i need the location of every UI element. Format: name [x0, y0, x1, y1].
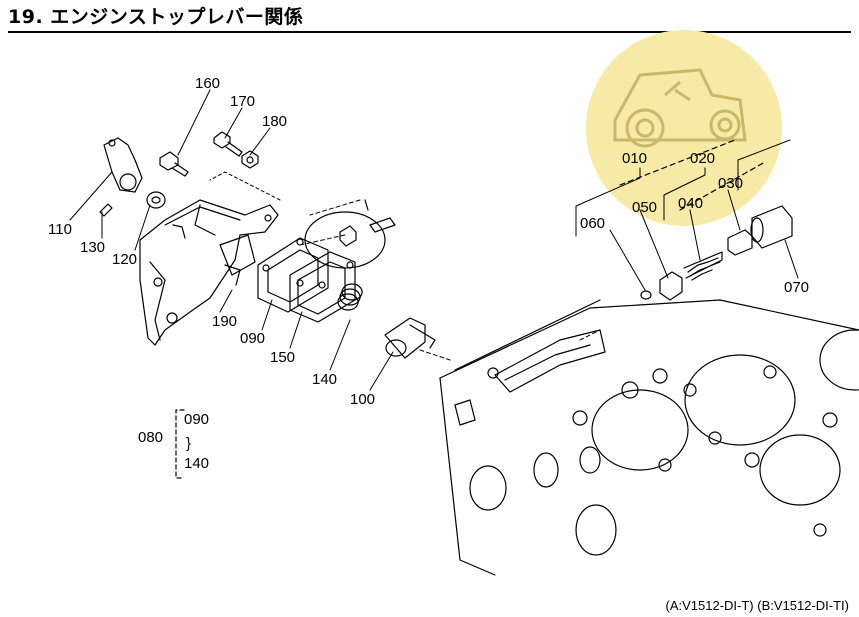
- label-190: 190: [212, 313, 237, 330]
- engine-block: [439, 299, 859, 576]
- label-040: 040: [678, 195, 703, 212]
- oring-060: [640, 290, 652, 300]
- label-090: 090: [240, 330, 265, 347]
- stop-bolt: [304, 199, 396, 269]
- dashed-bracket-010: [619, 139, 736, 186]
- bolt-160: [159, 151, 189, 177]
- shaft-100: [384, 317, 436, 359]
- label-set-start: 090: [184, 411, 209, 428]
- lever-110: [103, 137, 143, 193]
- plate-150: [289, 251, 356, 323]
- label-030: 030: [718, 175, 743, 192]
- label-080: 080: [138, 429, 163, 446]
- label-170: 170: [230, 93, 255, 110]
- title-underline: [8, 31, 851, 33]
- stop-lever-bracket: [139, 199, 279, 346]
- label-100: 100: [350, 391, 375, 408]
- label-060: 060: [580, 215, 605, 232]
- page-title: 19. エンジンストップレバー関係: [8, 6, 304, 28]
- leader-lines: [69, 89, 799, 391]
- label-140: 140: [312, 371, 337, 388]
- pin-130: [99, 203, 113, 217]
- model-note: (A:V1512-DI-T) (B:V1512-DI-TI): [665, 598, 850, 613]
- part-labels: 160 170 180 110 130 120 190 090 150 140 …: [48, 75, 809, 472]
- watermark-logo: [586, 30, 782, 226]
- label-120: 120: [112, 251, 137, 268]
- fitting-030: [727, 229, 753, 256]
- label-set-end: 140: [184, 455, 209, 472]
- label-150: 150: [270, 349, 295, 366]
- nut-180: [241, 150, 259, 169]
- nut-050: [659, 271, 683, 301]
- spring-140: [337, 283, 363, 311]
- label-010: 010: [622, 150, 647, 167]
- label-020: 020: [690, 150, 715, 167]
- set-bracket-080: [175, 409, 185, 479]
- label-160: 160: [195, 75, 220, 92]
- label-050: 050: [632, 199, 657, 216]
- spring-040: [683, 251, 723, 281]
- label-130: 130: [80, 239, 105, 256]
- gasket-090: [257, 237, 329, 313]
- bolt-170: [213, 131, 243, 157]
- dashed-bracket-020: [679, 161, 766, 211]
- collar-120: [146, 191, 166, 209]
- cap-070: [750, 205, 793, 249]
- label-110: 110: [48, 221, 72, 238]
- label-070: 070: [784, 279, 809, 296]
- label-set-tilde: }: [186, 435, 191, 452]
- label-180: 180: [262, 113, 287, 130]
